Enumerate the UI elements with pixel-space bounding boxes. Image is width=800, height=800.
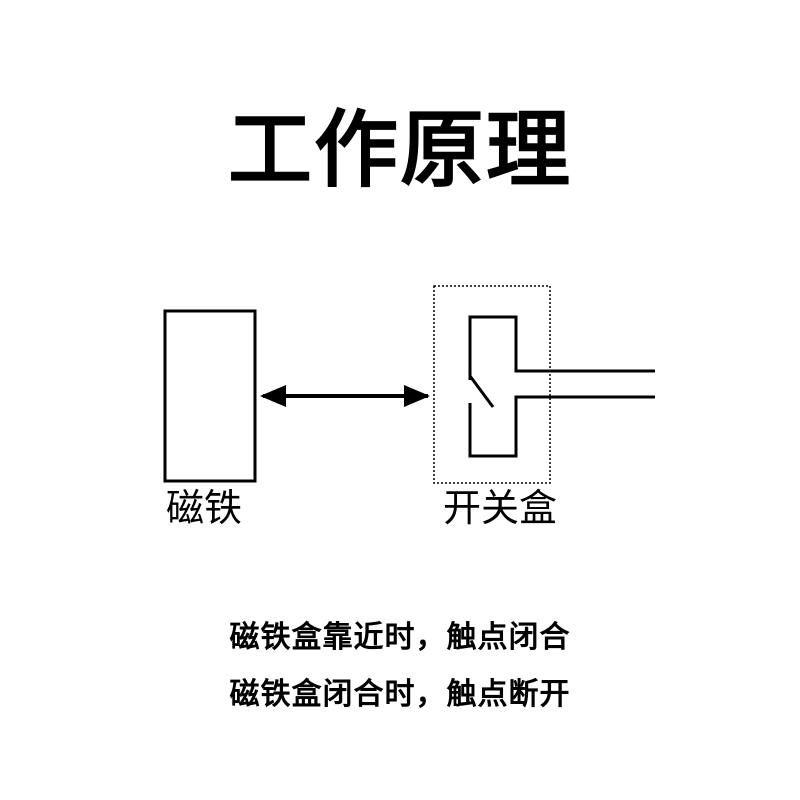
caption-approach: 磁铁盒靠近时，触点闭合	[229, 620, 571, 655]
magnet-block	[163, 309, 257, 483]
caption-closed: 磁铁盒闭合时，触点断开	[229, 677, 571, 712]
double-arrow	[260, 385, 430, 407]
switch-box-label: 开关盒	[443, 486, 558, 530]
switch-box-outline	[433, 285, 551, 484]
reed-switch-contacts	[468, 315, 655, 458]
magnet-label: 磁铁	[166, 486, 243, 530]
page-title: 工作原理	[227, 101, 572, 199]
